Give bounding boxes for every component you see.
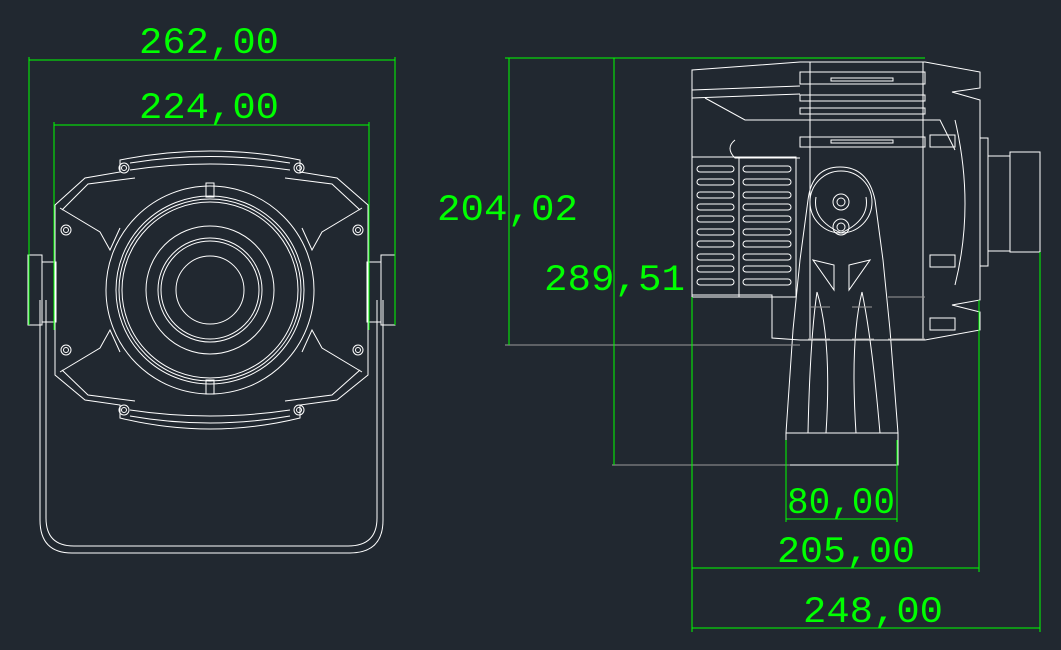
dim-overall-depth: 248,00: [803, 592, 943, 634]
vent-slots: [696, 165, 792, 286]
front-lens-inner: [175, 255, 245, 325]
dim-body-depth: 205,00: [777, 532, 915, 574]
dim-overall-height: 289,51: [544, 260, 685, 302]
dim-housing-height: 204,02: [437, 190, 578, 232]
front-housing: [54, 150, 369, 430]
dim-base-width: 80,00: [787, 483, 895, 525]
front-lens-outer: [105, 185, 315, 395]
dim-overall-width: 262,00: [139, 23, 279, 65]
front-dimensions: 262,00 224,00: [28, 23, 396, 330]
side-yoke: [785, 166, 899, 434]
side-view: [691, 61, 1041, 466]
side-lens: [1009, 151, 1041, 253]
vent-grille: [691, 156, 797, 298]
front-stand-bracket: [39, 300, 384, 554]
side-lens-ring: [979, 137, 989, 267]
side-base: [785, 432, 899, 466]
side-housing: [691, 61, 981, 341]
dim-housing-width: 224,00: [139, 88, 279, 130]
side-dimensions: 204,02 289,51 80,00 205,00 248,00: [437, 57, 1041, 634]
front-view: [27, 150, 396, 554]
